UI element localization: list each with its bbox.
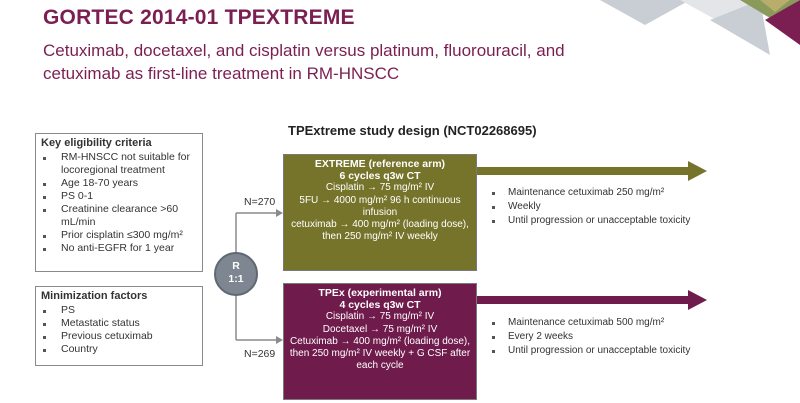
list-item: Every 2 weeks <box>492 330 690 344</box>
tpex-arm-cycles: 4 cycles q3w CT <box>339 299 421 312</box>
tpex-arm-line: Cisplatin → 75 mg/m² IV <box>325 311 435 323</box>
eligibility-title: Key eligibility criteria <box>41 137 152 149</box>
corner-triangle <box>710 0 770 55</box>
minimization-factors-box: Minimization factors PS Metastatic statu… <box>35 286 203 366</box>
corner-triangle <box>680 0 760 22</box>
slide-subtitle: Cetuximab, docetaxel, and cisplatin vers… <box>43 41 565 83</box>
corner-triangle <box>760 0 790 12</box>
randomization-label: R <box>232 260 240 272</box>
list-item: Maintenance cetuximab 250 mg/m² <box>492 186 690 200</box>
extreme-arm-cycles: 6 cycles q3w CT <box>339 170 421 183</box>
list-item: RM-HNSCC not suitable for locoregional t… <box>41 151 197 177</box>
list-item: Prior cisplatin ≤300 mg/m² <box>41 229 197 242</box>
eligibility-criteria-box: Key eligibility criteria RM-HNSCC not su… <box>35 133 203 272</box>
list-item: PS 0-1 <box>41 190 197 203</box>
tpex-arm-box: TPEx (experimental arm) 4 cycles q3w CT … <box>283 283 477 400</box>
list-item: Country <box>41 343 197 356</box>
tpex-maintenance: Maintenance cetuximab 500 mg/m² Every 2 … <box>492 316 690 358</box>
corner-triangle <box>740 0 800 18</box>
list-item: Age 18-70 years <box>41 177 197 190</box>
tpex-flow-arrow-head <box>688 290 707 310</box>
arrowhead-to-extreme <box>276 209 283 217</box>
tpex-arm-title: TPEx (experimental arm) <box>318 287 442 299</box>
extreme-arm-box: EXTREME (reference arm) 6 cycles q3w CT … <box>283 154 477 271</box>
list-item: Weekly <box>492 200 690 214</box>
slide-title: GORTEC 2014-01 TPEXTREME <box>43 6 355 29</box>
corner-triangle <box>600 0 690 25</box>
arrowhead-to-tpex <box>276 336 283 344</box>
eligibility-list: RM-HNSCC not suitable for locoregional t… <box>41 151 197 255</box>
tpex-flow-arrow-shaft <box>477 296 690 304</box>
extreme-arm-line: 5FU → 4000 mg/m² 96 h continuous infusio… <box>299 194 461 218</box>
randomization-circle: R 1:1 <box>214 252 258 296</box>
list-item: Creatinine clearance >60 mL/min <box>41 203 197 229</box>
randomization-ratio: 1:1 <box>228 273 244 285</box>
study-design-title: TPExtreme study design (NCT02268695) <box>288 123 537 138</box>
extreme-maintenance: Maintenance cetuximab 250 mg/m² Weekly U… <box>492 186 690 228</box>
extreme-flow-arrow-head <box>688 161 707 181</box>
list-item: No anti-EGFR for 1 year <box>41 242 197 255</box>
corner-decoration <box>600 0 800 55</box>
n-tpex-label: N=269 <box>244 348 276 360</box>
minimization-title: Minimization factors <box>41 290 148 302</box>
list-item: Until progression or unacceptable toxici… <box>492 214 690 228</box>
list-item: Previous cetuximab <box>41 330 197 343</box>
extreme-flow-arrow-shaft <box>477 167 690 175</box>
tpex-maintenance-list: Maintenance cetuximab 500 mg/m² Every 2 … <box>492 316 690 358</box>
list-item: Metastatic status <box>41 317 197 330</box>
list-item: PS <box>41 304 197 317</box>
corner-triangle <box>765 0 800 45</box>
extreme-arm-title: EXTREME (reference arm) <box>314 158 446 170</box>
n-extreme-label: N=270 <box>244 196 276 208</box>
tpex-arm-line: Cetuximab → 400 mg/m² (loading dose), th… <box>289 335 471 372</box>
extreme-arm-line: cetuximab → 400 mg/m² (loading dose), th… <box>291 219 469 243</box>
list-item: Maintenance cetuximab 500 mg/m² <box>492 316 690 330</box>
list-item: Until progression or unacceptable toxici… <box>492 344 690 358</box>
extreme-maintenance-list: Maintenance cetuximab 250 mg/m² Weekly U… <box>492 186 690 228</box>
minimization-list: PS Metastatic status Previous cetuximab … <box>41 304 197 356</box>
tpex-arm-line: Docetaxel → 75 mg/m² IV <box>322 323 438 335</box>
extreme-arm-line: Cisplatin → 75 mg/m² IV <box>325 182 435 194</box>
